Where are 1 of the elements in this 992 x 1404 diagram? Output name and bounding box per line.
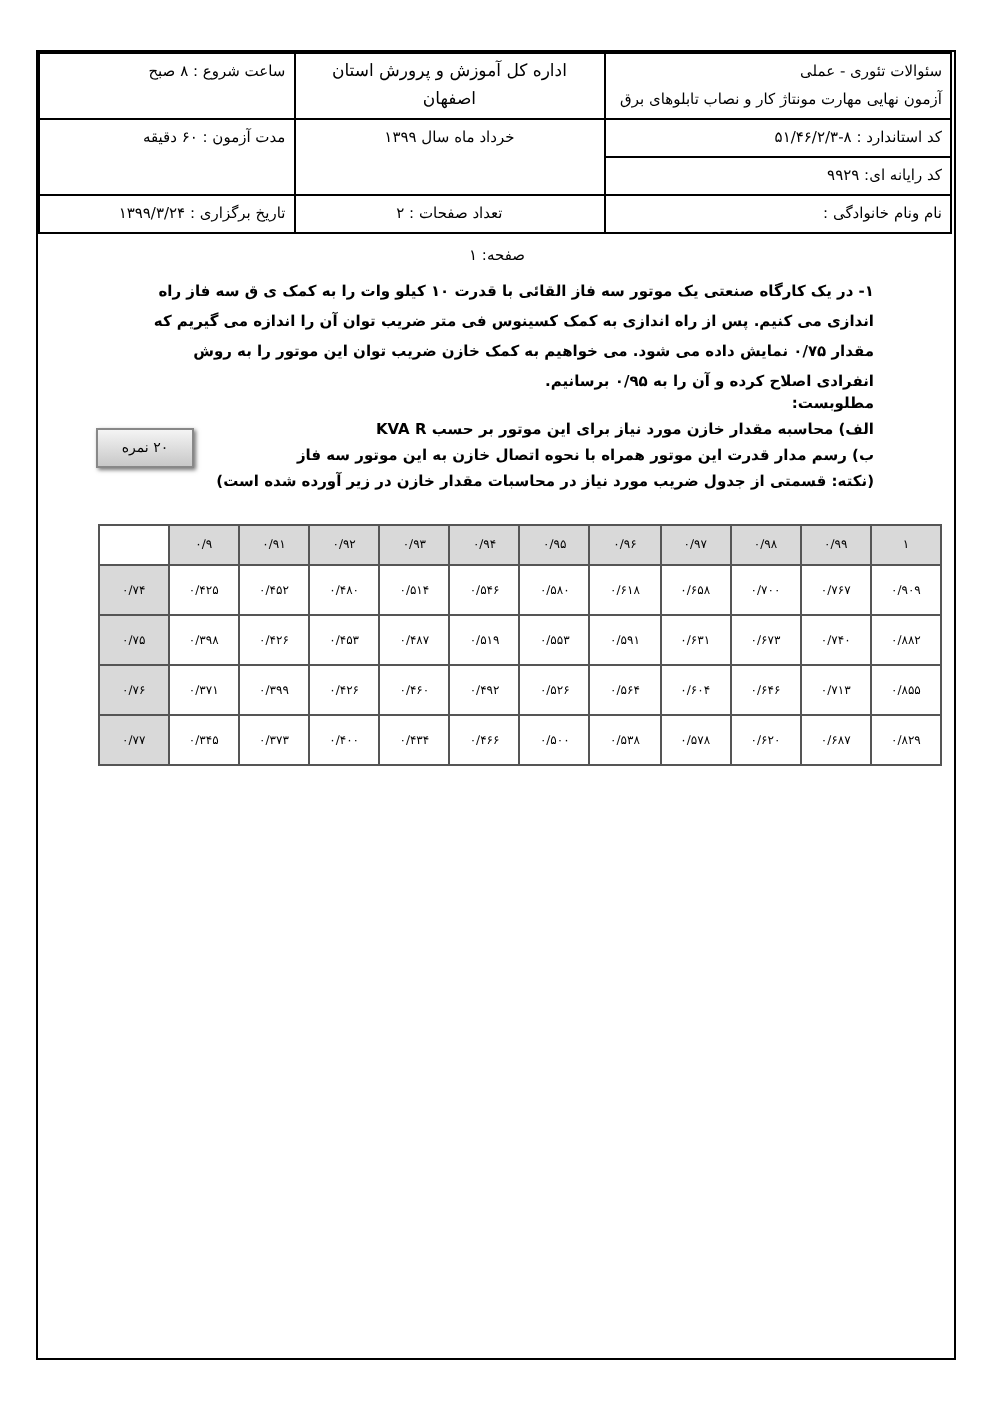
header-text: اداره کل آموزش و پرورش استان اصفهان (329, 58, 569, 114)
